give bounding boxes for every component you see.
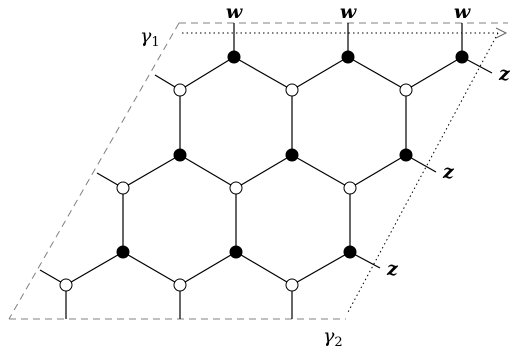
label-gamma1: γ1 [140, 25, 160, 50]
edge [347, 56, 407, 91]
black-vertex [399, 148, 413, 162]
gamma2-symbol: γ [323, 325, 335, 347]
edge [349, 154, 407, 189]
edge [122, 251, 181, 286]
white-vertex [285, 83, 299, 97]
edge [291, 251, 351, 286]
gamma2-path [346, 32, 499, 315]
edge [291, 154, 351, 189]
edge [65, 251, 124, 286]
black-vertex [455, 50, 469, 64]
cycle-paths [182, 32, 499, 315]
label-z-3: z [386, 258, 399, 280]
white-vertex [173, 278, 187, 292]
black-vertex [341, 50, 355, 64]
white-vertex [343, 181, 357, 195]
label-z-1: z [498, 63, 511, 85]
edge [179, 251, 237, 286]
black-vertex [285, 148, 299, 162]
black-vertex [227, 50, 241, 64]
domain-left-edge [8, 22, 180, 320]
white-vertex [173, 83, 187, 97]
black-vertex [116, 245, 130, 259]
white-vertex [285, 278, 299, 292]
edge [179, 56, 235, 91]
gamma2-index: 2 [334, 335, 342, 350]
label-w-1: w [226, 1, 243, 23]
label-w-3: w [454, 1, 471, 23]
white-vertex [116, 181, 130, 195]
label-gamma2: γ2 [323, 325, 343, 350]
edge [235, 154, 293, 189]
white-vertex [229, 181, 243, 195]
white-vertex [59, 278, 73, 292]
white-vertices [59, 83, 413, 292]
black-vertex [229, 245, 243, 259]
white-vertex [399, 83, 413, 97]
edge [291, 56, 349, 91]
gamma1-index: 1 [151, 35, 159, 50]
edge [405, 56, 463, 91]
black-vertex [343, 245, 357, 259]
honeycomb-edges [39, 23, 493, 319]
gamma1-symbol: γ [140, 25, 152, 47]
edge [235, 251, 293, 286]
edge [233, 56, 293, 91]
black-vertex [173, 148, 187, 162]
gamma1-arrowhead [495, 27, 508, 39]
label-w-2: w [340, 1, 357, 23]
edge [122, 154, 181, 189]
label-z-2: z [442, 161, 455, 183]
edge [179, 154, 237, 189]
black-vertices [116, 50, 469, 259]
